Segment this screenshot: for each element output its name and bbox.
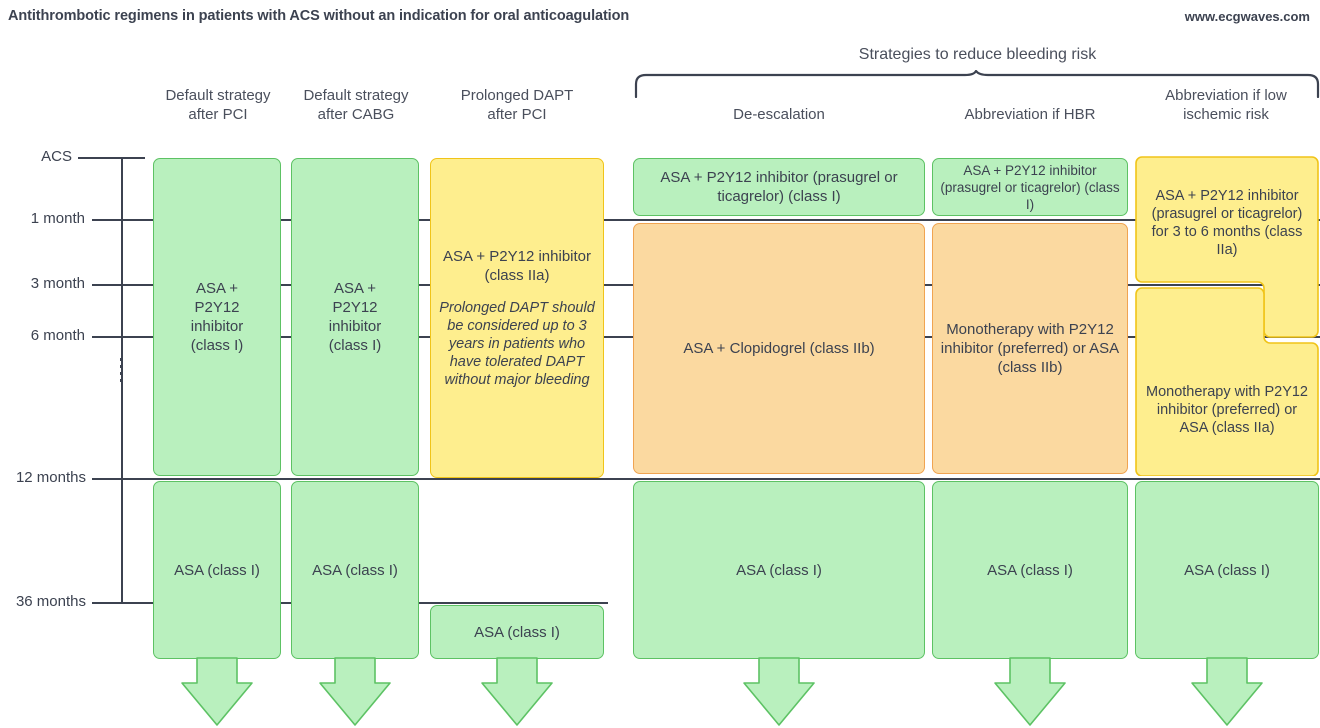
box-col5-top-label: ASA + P2Y12 inhibitor (prasugrel or tica… (940, 162, 1120, 212)
grid-line-1-month (121, 219, 1320, 221)
box-col6-bottom[interactable]: ASA (class I) (1135, 481, 1319, 659)
box-col4-bottom-label: ASA (class I) (736, 561, 822, 579)
axis-tick-dash (92, 478, 121, 480)
arrow-down-icon-col3 (481, 657, 553, 726)
box-col3-main-label: ASA + P2Y12 inhibitor (class IIa) (442, 248, 591, 284)
box-col2-main-label: ASA + P2Y12 inhibitor (class I) (328, 280, 382, 354)
box-col3-note: Prolonged DAPT should be considered up t… (439, 300, 595, 388)
column-header-line1: Default strategy (303, 87, 409, 104)
column-header-de-escalation: De-escalation (633, 105, 925, 124)
column-header-line2: after PCI (188, 106, 248, 123)
box-col6-bottom-label: ASA (class I) (1184, 561, 1270, 579)
box-col5-mid-label: Monotherapy with P2Y12 inhibitor (prefer… (940, 321, 1120, 376)
axis-tick-label-acs: ACS (41, 148, 72, 165)
column-header-prolonged-dapt: Prolonged DAPT after PCI (428, 86, 606, 124)
column-header-abbreviation-hbr: Abbreviation if HBR (930, 105, 1130, 124)
box-col5-mid[interactable]: Monotherapy with P2Y12 inhibitor (prefer… (932, 223, 1128, 474)
page-title: Antithrombotic regimens in patients with… (8, 8, 630, 24)
box-col5-bottom[interactable]: ASA (class I) (932, 481, 1128, 659)
group-label: Strategies to reduce bleeding risk (858, 46, 1097, 63)
axis-tick-dash (92, 602, 121, 604)
box-col5-bottom-label: ASA (class I) (987, 561, 1073, 579)
column-header-line1: Abbreviation if HBR (964, 106, 1096, 123)
column-header-line1: Prolonged DAPT (460, 87, 574, 104)
box-col6-top-label-wrap: ASA + P2Y12 inhibitor (prasugrel or tica… (1139, 162, 1315, 284)
arrow-down-icon-col6 (1191, 657, 1263, 726)
arrow-down-icon-col2 (319, 657, 391, 726)
column-header-line2: after PCI (487, 106, 547, 123)
box-col1-main-label: ASA + P2Y12 inhibitor (class I) (190, 280, 244, 354)
box-col2-main[interactable]: ASA + P2Y12 inhibitor (class I) (291, 158, 419, 476)
box-col4-mid[interactable]: ASA + Clopidogrel (class IIb) (633, 223, 925, 474)
axis-tick-label-12-months: 12 months (15, 469, 86, 486)
box-col6-mid-label-wrap: Monotherapy with P2Y12 inhibitor (prefer… (1139, 350, 1315, 470)
axis-tick-dash (78, 157, 121, 159)
curly-brace-icon (634, 70, 1320, 98)
column-header-line2: after CABG (317, 106, 395, 123)
box-col5-top[interactable]: ASA + P2Y12 inhibitor (prasugrel or tica… (932, 158, 1128, 216)
column-header-line1: Default strategy (165, 87, 271, 104)
box-col1-bottom-label: ASA (class I) (174, 561, 260, 579)
timeline-axis-break (120, 358, 123, 384)
arrow-down-icon-col1 (181, 657, 253, 726)
box-col3-bottom-label: ASA (class I) (474, 623, 560, 641)
axis-tick-label-3-month: 3 month (30, 275, 85, 292)
box-col3-bottom[interactable]: ASA (class I) (430, 605, 604, 659)
box-col6-top-label: ASA + P2Y12 inhibitor (prasugrel or tica… (1151, 188, 1303, 258)
column-header-line2: ischemic risk (1183, 106, 1269, 123)
box-col6-mid-label: Monotherapy with P2Y12 inhibitor (prefer… (1145, 384, 1308, 436)
box-col1-main[interactable]: ASA + P2Y12 inhibitor (class I) (153, 158, 281, 476)
axis-tick-dash (92, 219, 121, 221)
box-col2-bottom-label: ASA (class I) (312, 561, 398, 579)
arrow-down-icon-col4 (743, 657, 815, 726)
column-header-default-pci: Default strategy after PCI (150, 86, 286, 124)
grid-line-12-months (121, 478, 1320, 480)
column-header-abbreviation-low-ischemic: Abbreviation if low ischemic risk (1133, 86, 1319, 124)
box-col2-bottom[interactable]: ASA (class I) (291, 481, 419, 659)
column-header-line1: Abbreviation if low (1165, 87, 1287, 104)
axis-tick-label-6-month: 6 month (30, 327, 85, 344)
arrow-down-icon-col5 (994, 657, 1066, 726)
axis-tick-label-1-month: 1 month (30, 210, 85, 227)
box-col4-bottom[interactable]: ASA (class I) (633, 481, 925, 659)
box-col4-mid-label: ASA + Clopidogrel (class IIb) (683, 340, 875, 357)
box-col4-top[interactable]: ASA + P2Y12 inhibitor (prasugrel or tica… (633, 158, 925, 216)
box-col4-top-label: ASA + P2Y12 inhibitor (prasugrel or tica… (660, 169, 898, 205)
column-header-default-cabg: Default strategy after CABG (288, 86, 424, 124)
box-col6-mid-shape[interactable] (1135, 287, 1319, 476)
site-watermark: www.ecgwaves.com (1184, 9, 1310, 24)
axis-grid-acs (121, 157, 145, 159)
axis-tick-dash (92, 336, 121, 338)
box-col3-main[interactable]: ASA + P2Y12 inhibitor (class IIa) Prolon… (430, 158, 604, 478)
axis-tick-label-36-months: 36 months (15, 593, 86, 610)
axis-tick-dash (92, 284, 121, 286)
column-header-line1: De-escalation (733, 106, 825, 123)
box-col1-bottom[interactable]: ASA (class I) (153, 481, 281, 659)
